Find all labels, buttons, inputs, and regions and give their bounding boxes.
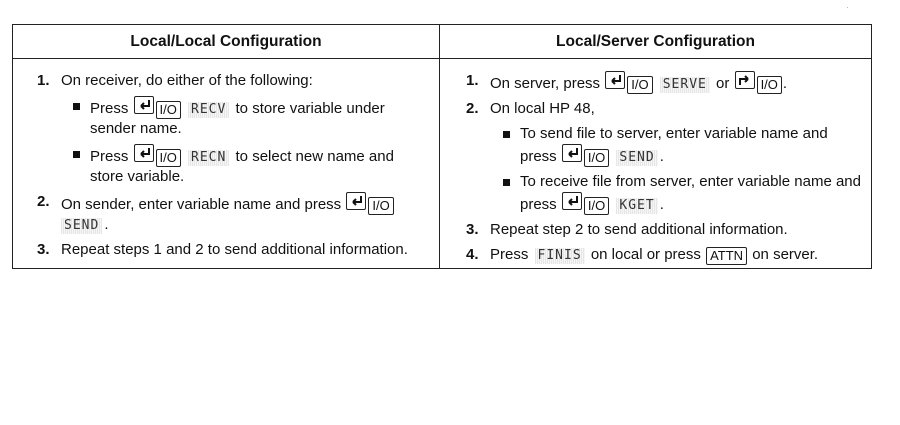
local-local-steps: 1. On receiver, do either of the followi… (13, 59, 439, 260)
step-text: On receiver, do either of the following: (61, 72, 313, 89)
left-shift-arrow-icon (139, 100, 150, 110)
step-text: On server, press (490, 75, 601, 92)
local-server-heading: Local/Server Configuration (440, 25, 871, 59)
bullet-icon (73, 103, 80, 110)
menu-label-recn: RECN (188, 150, 230, 166)
step-number: 4. (466, 246, 479, 263)
step-3: 3. Repeat steps 1 and 2 to send addition… (37, 240, 431, 260)
bullet-text: To receive file from server, enter varia… (520, 173, 861, 213)
menu-label-kget: KGET (616, 198, 658, 214)
configuration-table: Local/Local Configuration 1. On receiver… (12, 24, 872, 269)
left-shift-arrow-icon (139, 148, 150, 158)
local-server-column: Local/Server Configuration 1. On server,… (440, 25, 871, 268)
step-text: Press (490, 246, 529, 263)
left-shift-arrow-icon (611, 75, 622, 85)
bullet-icon (503, 131, 510, 138)
menu-label-send: SEND (61, 218, 103, 234)
step-number: 2. (37, 193, 50, 210)
step-2: 2. On sender, enter variable name and pr… (37, 192, 431, 235)
menu-label-finis: FINIS (534, 248, 585, 264)
left-shift-key (133, 144, 154, 162)
step-3: 3. Repeat step 2 to send additional info… (466, 220, 863, 240)
io-key: I/O (155, 149, 181, 167)
bullet-text: . (659, 196, 664, 213)
bullet-text: to select new name and store variable. (90, 148, 394, 185)
bullet-text: . (659, 148, 664, 165)
left-shift-arrow-icon (568, 148, 578, 158)
left-shift-key (561, 144, 582, 162)
menu-label-recv: RECV (188, 102, 230, 118)
step-text: on local or press (590, 246, 701, 263)
local-local-column: Local/Local Configuration 1. On receiver… (13, 25, 440, 268)
attn-key: ATTN (706, 247, 748, 265)
step-number: 2. (466, 100, 479, 117)
bullet-icon (73, 151, 80, 158)
step-2: 2. On local HP 48, (466, 99, 863, 119)
left-shift-key (133, 96, 154, 114)
step-text: . (104, 216, 109, 233)
left-shift-key (561, 192, 582, 210)
bullet-text: To send file to server, enter variable n… (520, 125, 828, 165)
bullet-recn: Press I/O RECN to select new name and st… (37, 144, 431, 187)
step-text: on server. (752, 246, 819, 263)
step-number: 3. (466, 221, 479, 238)
menu-label-serve: SERVE (659, 77, 710, 93)
io-key: I/O (368, 197, 394, 215)
step-1: 1. On receiver, do either of the followi… (37, 71, 431, 91)
left-shift-arrow-icon (568, 196, 578, 206)
step-number: 3. (37, 241, 50, 258)
step-text: On local HP 48, (490, 100, 595, 117)
io-key: I/O (756, 76, 782, 94)
right-shift-arrow-icon (738, 75, 749, 85)
bullet-receive-file: To receive file from server, enter varia… (466, 172, 863, 215)
bullet-text: Press (90, 148, 129, 165)
step-text: Repeat step 2 to send additional informa… (490, 221, 788, 238)
left-shift-key (346, 192, 367, 210)
bullet-text: Press (90, 100, 129, 117)
step-text: or (716, 75, 730, 92)
local-local-heading: Local/Local Configuration (13, 25, 439, 59)
bullet-recv: Press I/O RECV to store variable under s… (37, 96, 431, 139)
step-text: . (782, 75, 788, 92)
speck (847, 7, 848, 8)
io-key: I/O (583, 197, 610, 215)
left-shift-key (605, 71, 626, 89)
bullet-icon (503, 179, 510, 186)
local-server-steps: 1. On server, press I/O SERVE or I/O. 2.… (440, 59, 871, 265)
step-text: Repeat steps 1 and 2 to send additional … (61, 241, 408, 258)
step-4: 4. Press FINIS on local or press ATTN on… (466, 245, 863, 265)
right-shift-key (734, 71, 755, 89)
bullet-text: to store variable under sender name. (90, 100, 385, 137)
step-number: 1. (37, 72, 50, 89)
step-text: On sender, enter variable name and press (61, 196, 342, 213)
left-shift-arrow-icon (352, 196, 363, 206)
io-key: I/O (583, 149, 610, 167)
step-number: 1. (466, 72, 479, 89)
step-1: 1. On server, press I/O SERVE or I/O. (466, 71, 863, 94)
menu-label-send: SEND (616, 150, 658, 166)
io-key: I/O (627, 76, 653, 94)
bullet-send-file: To send file to server, enter variable n… (466, 124, 863, 167)
io-key: I/O (155, 101, 181, 119)
